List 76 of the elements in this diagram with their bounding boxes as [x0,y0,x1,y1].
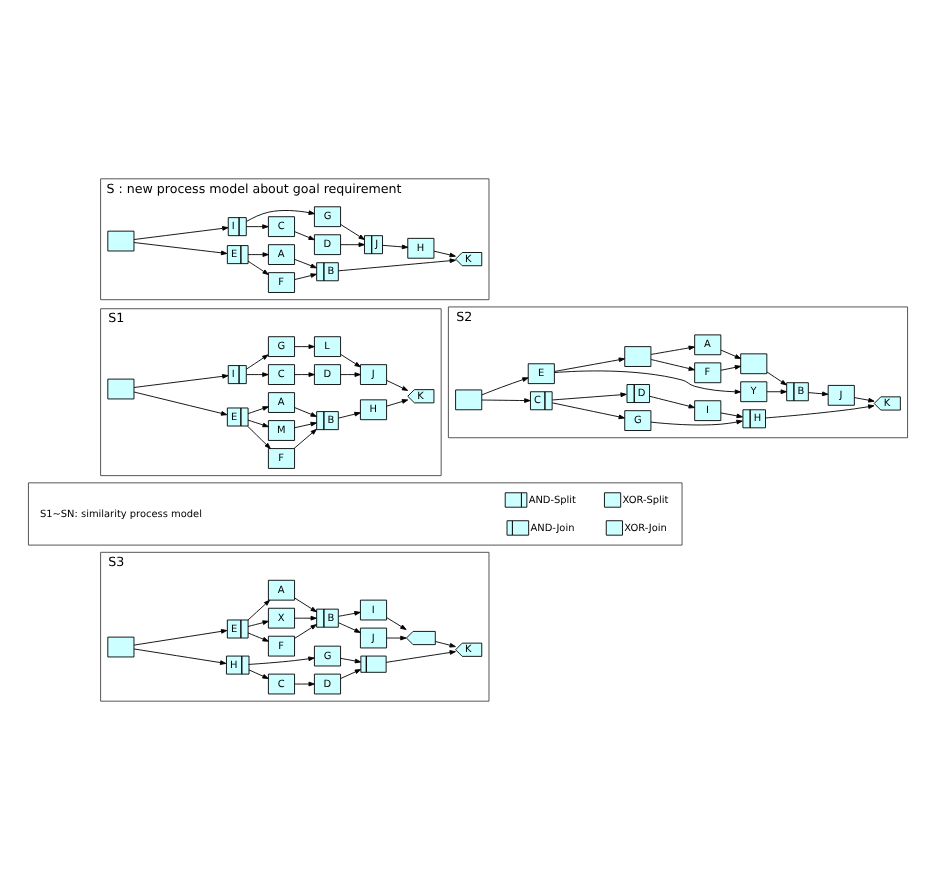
arrow [294,681,315,687]
arrow [294,258,317,269]
arrow [720,412,743,419]
arrow [294,421,317,429]
arrow [294,407,317,417]
node-box [107,378,135,400]
arrow [650,359,695,371]
arrow [293,428,317,449]
arrow [133,648,227,665]
arrow [247,406,269,415]
arrow [247,252,269,257]
arrow [133,226,229,240]
arrow [481,398,531,403]
arrow [246,210,315,222]
arrow [433,250,456,258]
arrow [553,370,742,395]
arrow [340,242,365,248]
arrow [386,635,407,641]
arrow [650,419,743,426]
arrow [247,425,271,449]
arrow [554,357,625,372]
arrow [764,404,875,419]
arrow [294,372,315,377]
arrow [648,395,695,409]
arrow [247,599,271,621]
arrow [808,391,829,397]
arrow [294,597,317,613]
arrow [294,615,317,621]
arrow [385,650,456,663]
arrow [551,402,625,420]
arrow [133,391,228,416]
node-box [406,630,436,646]
arrow [386,379,409,391]
node-box [107,230,135,252]
arrow [247,620,269,627]
node-box [455,389,483,411]
arrow [481,377,529,396]
node-box [107,636,135,658]
arrow [551,392,627,401]
arrow [340,669,362,679]
arrow [338,622,361,633]
arrow [245,354,269,370]
arrow [294,231,315,241]
arrow [294,344,315,349]
arrow [133,629,228,646]
arrow [382,244,409,250]
arrow [337,258,456,272]
arrow [720,365,742,371]
arrow [340,372,361,377]
node-box [27,482,683,546]
arrow [133,374,229,388]
arrow [245,372,269,377]
arrow [766,389,787,395]
arrow [338,411,361,419]
arrow [248,656,315,665]
arrow [247,632,269,642]
arrow [294,273,317,280]
arrow [386,399,409,407]
arrow [340,353,361,368]
arrow [248,669,269,679]
arrow [247,260,269,275]
arrow [294,624,317,639]
arrow [650,345,695,355]
arrow [434,641,456,648]
arrow [340,224,365,240]
arrow [247,419,269,428]
arrow [854,397,875,403]
arrow [338,611,361,617]
arrow [720,349,742,359]
arrow [386,617,407,630]
arrow [245,224,269,229]
node-box [624,346,652,367]
arrow [340,657,362,664]
node-box [740,353,768,375]
arrow [766,371,787,386]
arrow [133,242,228,256]
